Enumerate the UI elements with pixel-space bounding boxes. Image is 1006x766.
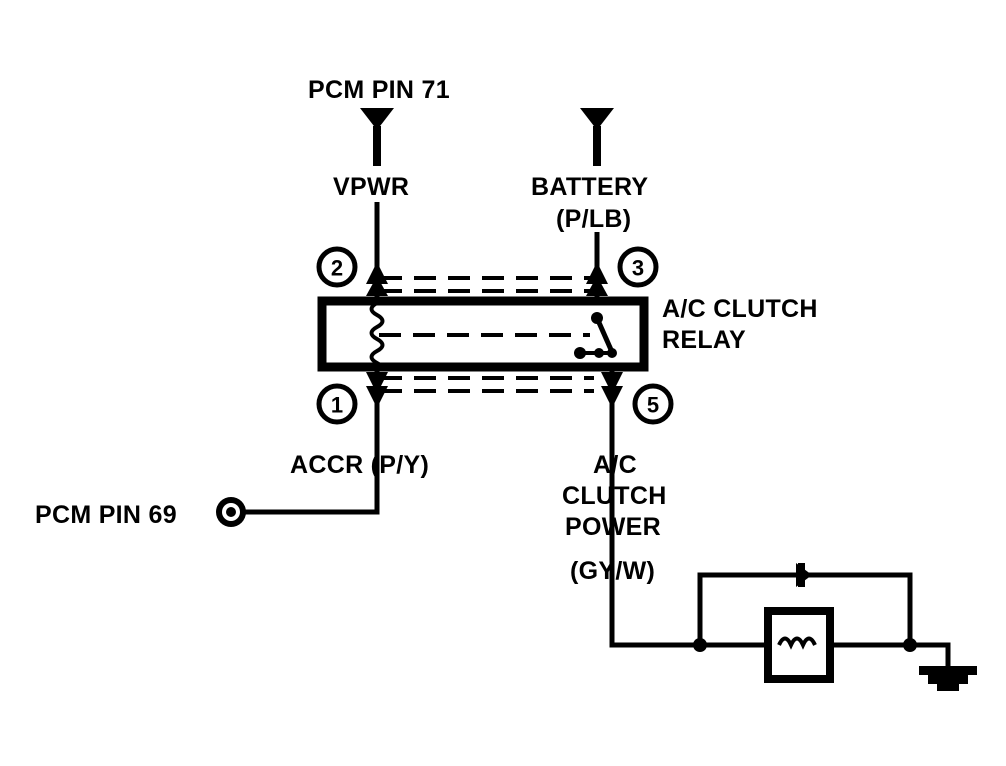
ground-wire — [910, 642, 951, 668]
label-battery-color-code: (P/LB) — [556, 205, 631, 233]
pin-circle-5: 5 — [632, 383, 674, 425]
label-pcm-pin-71: PCM PIN 71 — [308, 76, 450, 104]
label-clutch-power-line1: A/C — [593, 451, 637, 479]
pin-3-number: 3 — [632, 256, 644, 281]
pin-3-arrowhead — [586, 262, 608, 296]
pin-2-number: 2 — [331, 256, 343, 281]
pin-5-number: 5 — [647, 393, 659, 418]
label-pcm-pin-69: PCM PIN 69 — [35, 501, 177, 529]
pin-circle-2: 2 — [316, 246, 358, 288]
pin-circle-1: 1 — [316, 383, 358, 425]
label-clutch-power-line4: (GY/W) — [570, 557, 655, 585]
chassis-ground-symbol — [919, 666, 977, 691]
relay-coil-symbol — [369, 301, 385, 371]
vpwr-connector-arrow — [360, 108, 394, 166]
a-c-clutch-coil-box — [764, 607, 834, 683]
label-battery: BATTERY — [531, 173, 648, 201]
pin-circle-3: 3 — [617, 246, 659, 288]
pcm-pin-69-wire — [244, 450, 380, 515]
suppression-diode — [796, 563, 812, 587]
pin-1-number: 1 — [331, 393, 343, 418]
label-relay-name-line1: A/C CLUTCH — [662, 295, 818, 323]
label-vpwr: VPWR — [333, 173, 409, 201]
label-clutch-power-line3: POWER — [565, 513, 661, 541]
label-relay-name-line2: RELAY — [662, 326, 746, 354]
clutch-power-wire-lower — [609, 450, 700, 648]
a-c-clutch-coil-winding — [777, 636, 817, 650]
label-clutch-power-line2: CLUTCH — [562, 482, 667, 510]
label-accr: ACCR (P/Y) — [290, 451, 429, 479]
pcm-pin-69-terminal — [216, 497, 246, 527]
relay-switch-arm — [574, 312, 617, 359]
pin-2-arrowhead — [366, 262, 388, 296]
battery-connector-arrow — [580, 108, 614, 166]
